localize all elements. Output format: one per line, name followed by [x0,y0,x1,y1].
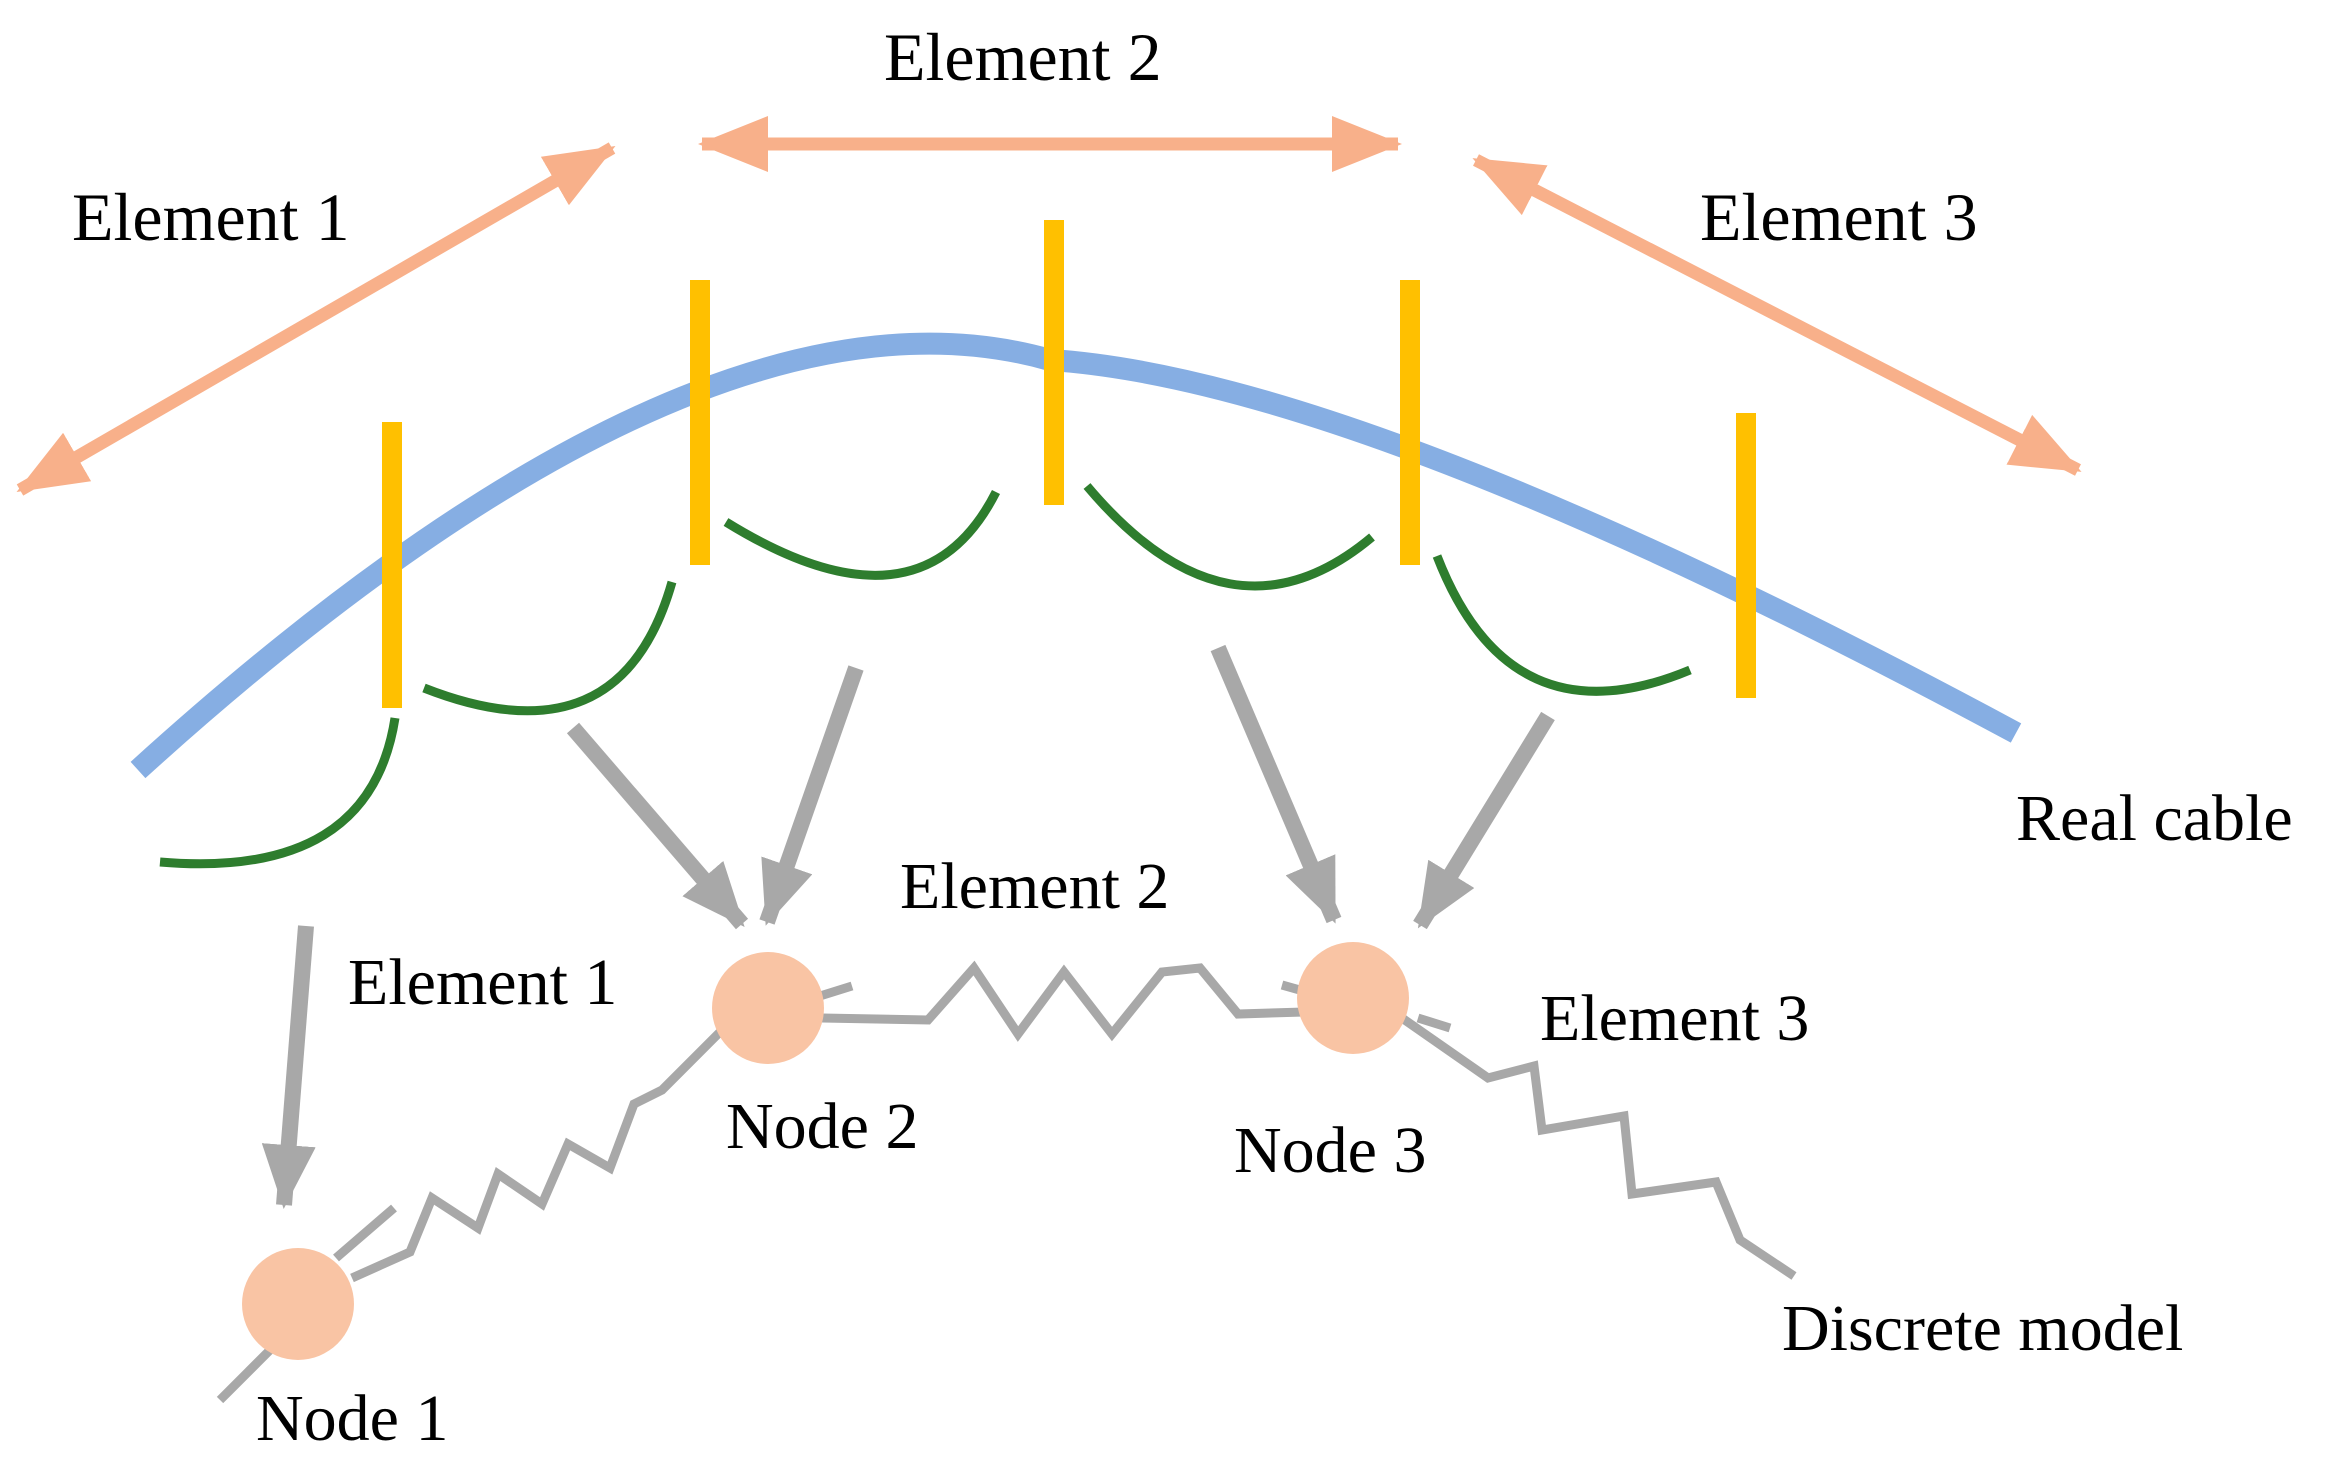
segment-arc [159,717,400,869]
real-cable-curve [130,332,2022,779]
spring-element-3 [1399,1014,1797,1280]
real-element-2-label: Element 2 [884,19,1162,95]
segment-arc [1083,483,1375,591]
segment-arc [1432,554,1692,696]
mapping-arrow [759,665,864,926]
spring-stub [1416,1013,1452,1033]
discrete-element-2-label: Element 2 [900,850,1169,923]
node-2-label: Node 2 [726,1090,918,1163]
node-3 [1297,942,1409,1054]
spring-element-2 [821,960,1305,1042]
node-2 [712,952,824,1064]
discrete-element-1-label: Element 1 [348,946,617,1019]
mapping-arrow [261,925,316,1209]
mapping-arrow [1210,644,1342,924]
node-3-label: Node 3 [1234,1114,1426,1187]
node-1-label: Node 1 [256,1382,448,1455]
real-element-1-label: Element 1 [72,179,350,255]
spring-element-1 [350,1028,724,1283]
element-3-span-arrow [1472,154,2082,476]
mapping-arrow [566,722,749,930]
mapping-arrow [1413,711,1555,930]
spring-stub [818,981,854,1001]
real-element-3-label: Element 3 [1700,179,1978,255]
real-cable-label: Real cable [2016,782,2293,855]
segment-arc [723,489,1001,580]
discrete-model-label: Discrete model [1782,1292,2183,1365]
discrete-element-3-label: Element 3 [1540,982,1809,1055]
spring-stub [333,1204,397,1262]
node-1 [242,1248,354,1360]
segment-arc [422,580,677,716]
element-1-span-arrow [16,142,616,496]
